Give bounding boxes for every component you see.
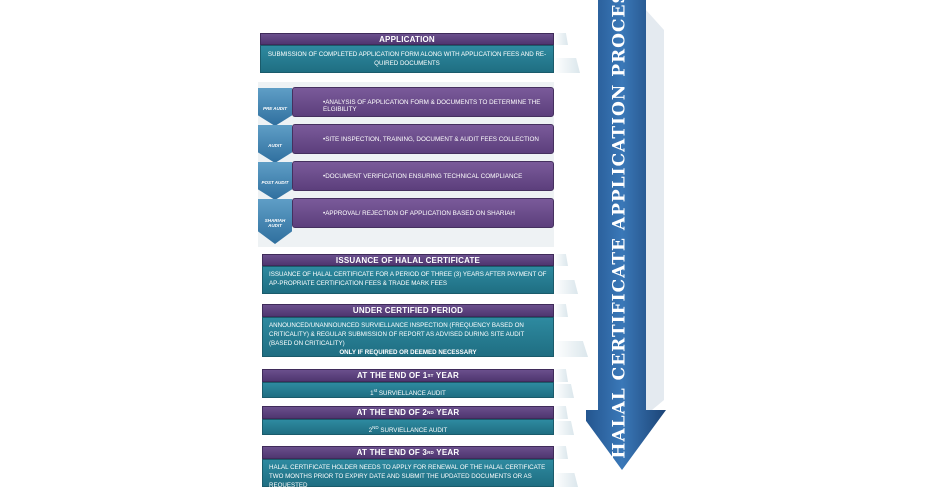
- reflection: [554, 369, 568, 382]
- title-text: HALAL CERTIFICATE APPLICATION PROCESS: [610, 0, 631, 459]
- audit-step-pre: •ANALYSIS OF APPLICATION FORM & DOCUMENT…: [292, 87, 554, 117]
- issuance-body: ISSUANCE OF HALAL CERTIFICATE FOR A PERI…: [262, 266, 554, 294]
- audit-step-post: •DOCUMENT VERIFICATION ENSURING TECHNICA…: [292, 161, 554, 191]
- issuance-heading: ISSUANCE OF HALAL CERTIFICATE: [262, 254, 554, 266]
- reflection: [554, 384, 574, 398]
- audit-step-audit: •SITE INSPECTION, TRAINING, DOCUMENT & A…: [292, 124, 554, 154]
- reflection: [554, 473, 578, 487]
- certified-heading: UNDER CERTIFIED PERIOD: [262, 304, 554, 317]
- year2-body: 2ND SURVIELLANCE AUDIT: [262, 419, 554, 435]
- reflection: [554, 280, 578, 294]
- reflection: [554, 406, 568, 419]
- application-heading: APPLICATION: [260, 33, 554, 45]
- reflection: [554, 33, 568, 45]
- reflection: [554, 254, 568, 266]
- audit-step-shariah: •APPROVAL/ REJECTION OF APPLICATION BASE…: [292, 198, 554, 228]
- reflection: [554, 341, 588, 357]
- process-arrow: [586, 0, 666, 470]
- certified-note: ONLY IF REQUIRED OR DEEMED NECESSARY: [339, 349, 477, 356]
- reflection: [554, 421, 574, 435]
- reflection: [554, 304, 568, 317]
- process-title: HALAL CERTIFICATE APPLICATION PROCESS: [602, 0, 638, 459]
- year1-body: 1st SURVIELLANCE AUDIT: [262, 382, 554, 398]
- application-body: SUBMISSION OF COMPLETED APPLICATION FORM…: [260, 45, 554, 73]
- reflection: [554, 58, 580, 73]
- year3-body: HALAL CERTIFICATE HOLDER NEEDS TO APPLY …: [262, 459, 554, 489]
- certified-body: ANNOUNCED/UNANNOUNCED SURVIELLANCE INSPE…: [262, 317, 554, 357]
- reflection: [554, 446, 568, 459]
